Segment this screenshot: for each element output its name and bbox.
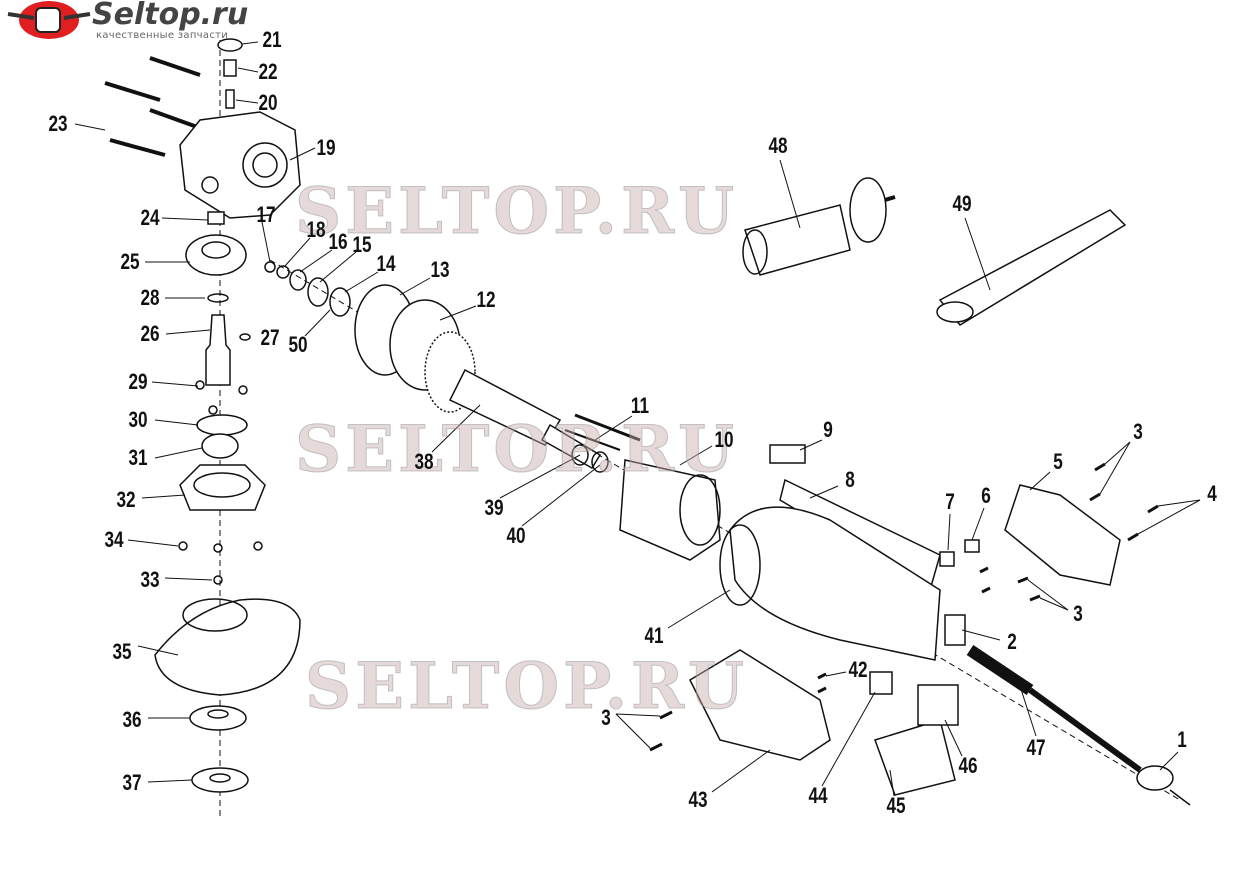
motor-housing-41: [729, 506, 941, 661]
stator-10: [619, 459, 721, 561]
callout-24: 24: [140, 205, 160, 230]
callout-31: 31: [128, 445, 148, 470]
fist-logo-icon: [7, 1, 91, 39]
callout-3: 3: [601, 705, 611, 730]
callout-32: 32: [116, 487, 136, 512]
callout-6: 6: [981, 483, 991, 508]
callout-1: 1: [1177, 727, 1187, 752]
screws-23: [104, 56, 201, 157]
callout-42: 42: [848, 657, 868, 682]
callout-16: 16: [328, 229, 348, 254]
callout-48: 48: [768, 133, 788, 158]
callout-7: 7: [945, 489, 955, 514]
watermark: SELTOP.RU: [295, 174, 738, 249]
callout-49: 49: [952, 191, 972, 216]
callout-40: 40: [506, 523, 526, 548]
armature-38: [448, 368, 562, 446]
callout-37: 37: [122, 770, 142, 795]
callout-34: 34: [104, 527, 124, 552]
callout-36: 36: [122, 707, 142, 732]
callout-14: 14: [376, 251, 396, 276]
callout-21: 21: [262, 27, 282, 52]
logo-name: Seltop.ru: [92, 0, 249, 32]
callout-29: 29: [128, 369, 148, 394]
callout-44: 44: [808, 783, 828, 808]
callout-22: 22: [258, 59, 278, 84]
callout-10: 10: [714, 427, 734, 452]
callout-43: 43: [688, 787, 708, 812]
callout-15: 15: [352, 232, 372, 257]
rear-handle-43: [689, 649, 831, 761]
callout-27: 27: [260, 325, 280, 350]
callout-18: 18: [306, 217, 326, 242]
callout-23: 23: [48, 111, 68, 136]
callout-39: 39: [484, 495, 504, 520]
callout-11: 11: [630, 393, 650, 418]
logo-tagline: качественные запчасти: [96, 30, 229, 41]
side-handle-48: [744, 204, 851, 276]
watermark: SELTOP.RU: [295, 412, 738, 487]
callout-28: 28: [140, 285, 160, 310]
callout-13: 13: [430, 257, 450, 282]
callout-2: 2: [1007, 629, 1017, 654]
rear-cover-5: [1004, 484, 1121, 586]
callout-17: 17: [256, 202, 276, 227]
callout-4: 4: [1207, 481, 1217, 506]
callout-46: 46: [958, 753, 978, 778]
callout-12: 12: [476, 287, 496, 312]
guard-35: [154, 598, 301, 696]
callout-3: 3: [1133, 419, 1143, 444]
callout-8: 8: [845, 467, 855, 492]
callout-41: 41: [644, 623, 664, 648]
callout-3: 3: [1073, 601, 1083, 626]
logo: Seltop.ru качественные запчасти: [0, 0, 250, 44]
callout-33: 33: [140, 567, 160, 592]
callout-20: 20: [258, 90, 278, 115]
watermark: SELTOP.RU: [305, 649, 748, 724]
callout-35: 35: [112, 639, 132, 664]
callout-38: 38: [414, 449, 434, 474]
axis-line: [269, 259, 1181, 801]
callout-47: 47: [1026, 735, 1046, 760]
callout-25: 25: [120, 249, 140, 274]
callout-5: 5: [1053, 449, 1063, 474]
callout-45: 45: [886, 793, 906, 818]
callout-50: 50: [288, 332, 308, 357]
gear-housing-19: [179, 111, 301, 219]
callout-19: 19: [316, 135, 336, 160]
callout-9: 9: [823, 417, 833, 442]
callout-30: 30: [128, 407, 148, 432]
callout-26: 26: [140, 321, 160, 346]
